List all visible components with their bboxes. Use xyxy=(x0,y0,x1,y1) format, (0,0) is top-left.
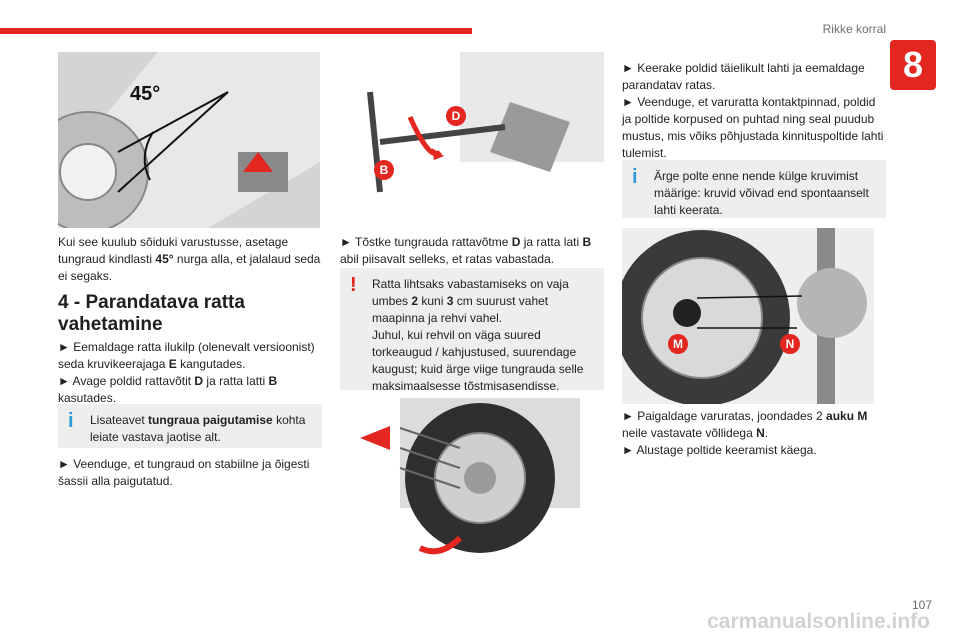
warning-icon: ! xyxy=(350,274,357,296)
step-remove-wheel: ► Keerake poldid täielikult lahti ja eem… xyxy=(622,61,865,92)
lever-drawing xyxy=(367,52,604,193)
step-loosen-bolts: ► Avage poldid rattavõtit D ja ratta lat… xyxy=(58,374,278,405)
step-raise-jack: ► Tõstke tungrauda rattavõtme D ja ratta… xyxy=(340,235,592,266)
wheel-bolts-drawing xyxy=(360,398,580,555)
step-check-surfaces: ► Veenduge, et varuratta kontaktpinnad, … xyxy=(622,95,884,160)
page-number: 107 xyxy=(911,598,932,612)
wheel-bolts-illustration xyxy=(340,398,604,566)
step-hand-tighten: ► Alustage poltide keeramist käega. xyxy=(622,443,817,457)
jack-angle-paragraph: Kui see kuulub sõiduki varustusse, aseta… xyxy=(58,235,321,283)
site-watermark: carmanualsonline.info xyxy=(707,610,930,633)
angle-label: 45° xyxy=(130,83,160,105)
chapter-number-badge: 8 xyxy=(890,40,936,90)
label-b-badge: B xyxy=(374,160,394,180)
info-note-jack-placement: i Lisateavet tungraua paigutamise kohta … xyxy=(58,404,322,448)
label-d-badge: D xyxy=(446,106,466,126)
lever-illustration: D B xyxy=(340,52,604,228)
spare-wheel-drawing xyxy=(622,228,867,404)
chapter-title: Rikke korral xyxy=(822,22,886,36)
info-icon: i xyxy=(68,410,74,432)
jack-angle-illustration: 45° xyxy=(58,52,320,228)
jack-angle-drawing: 45° xyxy=(58,52,320,228)
step-remove-hubcap: ► Eemaldage ratta ilukilp (olenevalt ver… xyxy=(58,340,315,371)
warning-note-ground-gap: ! Ratta lihtsaks vabastamiseks on vaja u… xyxy=(340,268,604,393)
step-check-jack: ► Veenduge, et tungraud on stabiilne ja … xyxy=(58,457,310,488)
label-m-badge: M xyxy=(668,334,688,354)
section-title: 4 - Parandatava ratta vahetamine xyxy=(58,292,245,335)
header-accent-bar xyxy=(0,28,472,34)
label-n-badge: N xyxy=(780,334,800,354)
step-fit-spare-wheel: ► Paigaldage varuratas, joondades 2 auku… xyxy=(622,409,868,440)
info-icon: i xyxy=(632,166,638,188)
info-note-no-grease: i Ärge polte enne nende külge kruvimist … xyxy=(622,160,886,218)
spare-wheel-illustration: M N xyxy=(622,228,874,404)
